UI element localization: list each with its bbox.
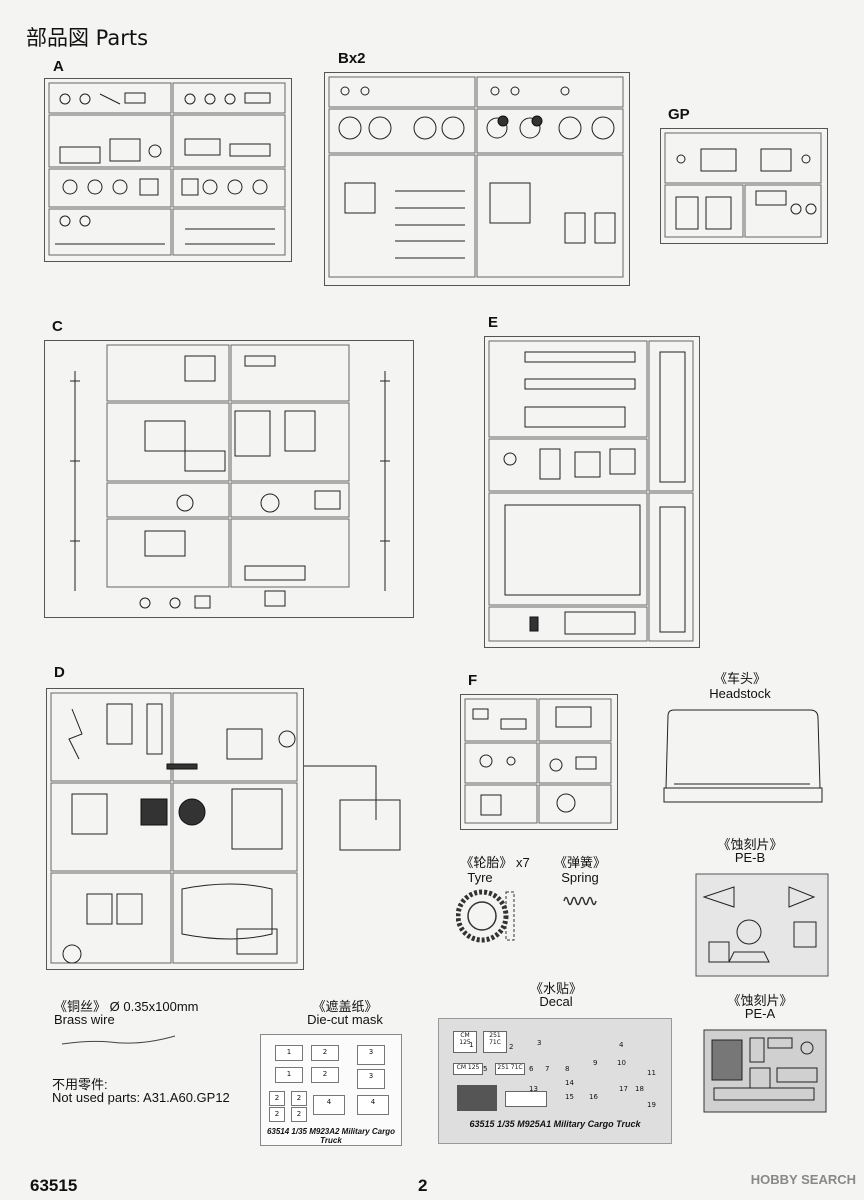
page-title: 部品図 Parts [26,26,149,50]
sprue-d [46,688,304,970]
decal-number: 17 [619,1085,628,1093]
sprue-d-parts [50,692,298,964]
sprue-a [44,78,292,262]
mask-piece: 4 [357,1095,389,1115]
sprue-b [324,72,630,286]
mask-piece: 3 [357,1069,385,1089]
sprue-e-label: E [488,314,499,331]
pe-a-label-cn: 《蚀刻片》 [727,993,793,1008]
mask-piece: 2 [311,1067,339,1083]
sprue-b-parts [328,76,624,278]
mask-piece: 2 [269,1107,285,1122]
decal-code: CM 125 [453,1063,483,1075]
decal-number: 14 [565,1079,574,1087]
mask-label: Die-cut mask [307,1012,383,1027]
product-number: 63515 [30,1176,78,1195]
sprue-d-label: D [54,664,65,681]
decal-emblem [457,1085,497,1111]
sprue-a-label: A [53,58,64,75]
spring-label-cn: 《弹簧》 [553,855,606,870]
sprue-e [484,336,700,648]
decal-number: 4 [619,1041,624,1049]
decal-code: 251 71C [495,1063,525,1075]
not-used-label-cn: 不用零件: [52,1077,108,1092]
die-cut-mask: 1 2 3 1 2 3 2 2 4 2 2 4 63514 1/35 M923A… [260,1034,402,1146]
decal-number: 10 [617,1059,626,1067]
decal-number: 18 [635,1085,644,1093]
mask-piece: 2 [269,1091,285,1106]
sprue-f-label: F [468,672,478,689]
mask-piece: 2 [291,1107,307,1122]
decal-number: 6 [529,1065,534,1073]
tyre-part [456,889,515,943]
brass-wire-label: Brass wire [54,1012,115,1027]
sprue-e-parts [488,340,694,642]
decal-code: CM 125 [453,1031,477,1053]
decal-number: 15 [565,1093,574,1101]
decal-number: 3 [537,1039,542,1047]
decal-number: 13 [529,1085,538,1093]
pe-a-fret [703,1029,827,1113]
decal-number: 1 [469,1041,474,1049]
sprue-c [44,340,414,618]
decal-number: 8 [565,1065,570,1073]
decal-label: Decal [539,994,573,1009]
decal-number: 19 [647,1101,656,1109]
decal-label-cn: 《水贴》 [529,981,582,996]
mask-piece: 4 [313,1095,345,1115]
decal-number: 7 [545,1065,550,1073]
mask-piece: 2 [291,1091,307,1106]
pe-a-label: PE-A [744,1006,776,1021]
watermark-logo: HOBBY SEARCH [750,1172,856,1187]
mask-piece: 1 [275,1045,303,1061]
not-used-parts: Not used parts: A31.A60.GP12 [52,1090,230,1105]
decal-number: 16 [589,1093,598,1101]
decal-caption: 63515 1/35 M925A1 Military Cargo Truck [469,1119,641,1129]
decal-sheet: CM 125 251 71C CM 125 251 71C 1 2 3 4 5 … [438,1018,672,1144]
brass-wire-label-cn: 《铜丝》 Ø 0.35x100mm [54,999,199,1014]
mask-label-cn: 《遮盖纸》 [312,999,378,1014]
mask-piece: 1 [275,1067,303,1083]
sprue-f-parts [464,698,612,824]
spring-part [563,896,597,906]
decal-plate [505,1091,547,1107]
sprue-gp [660,128,828,244]
sprue-c-parts [70,344,390,609]
sprue-gp-label: GP [668,106,690,123]
sprue-d-runner [304,765,401,851]
mask-caption: 63514 1/35 M923A2 Military Cargo Truck [266,1127,396,1145]
headstock-part [663,709,823,803]
tyre-label-cn: 《轮胎》 x7 [460,855,530,870]
headstock-label-cn: 《车头》 [713,671,766,686]
tyre-label: Tyre [467,870,493,885]
pe-b-label: PE-B [734,850,766,865]
decal-number: 5 [483,1065,488,1073]
pe-b-fret [695,873,829,977]
decal-number: 2 [509,1043,514,1051]
mask-piece: 2 [311,1045,339,1061]
mask-piece: 3 [357,1045,385,1065]
decal-number: 11 [647,1069,656,1077]
decal-number: 9 [593,1059,598,1067]
spring-label: Spring [561,870,599,885]
sprue-c-label: C [52,318,63,335]
sprue-gp-parts [664,132,822,238]
sprue-a-parts [48,82,286,256]
decal-code: 251 71C [483,1031,507,1053]
brass-wire-part [61,1035,176,1045]
page-number: 2 [418,1176,428,1195]
sprue-f [460,694,618,830]
pe-b-label-cn: 《蚀刻片》 [717,837,783,852]
sprue-b-label: Bx2 [338,50,366,67]
headstock-label: Headstock [709,686,771,701]
